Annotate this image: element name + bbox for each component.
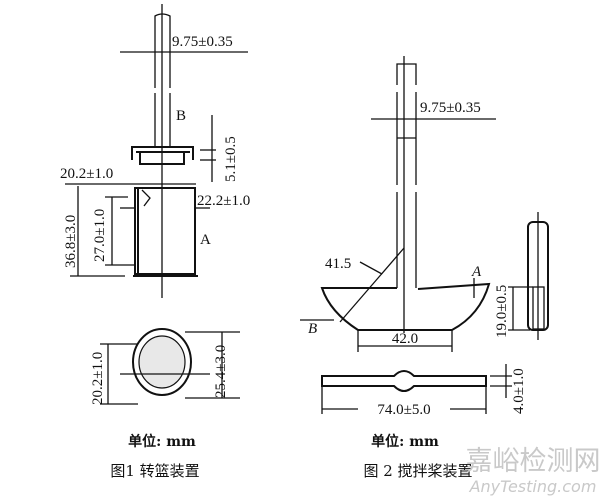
paddle-top-view — [321, 370, 487, 392]
dim-lid-diameter: 20.2±1.0 — [60, 166, 113, 182]
dim-lid-height: 5.1±0.5 — [223, 136, 239, 182]
dim-bottom-outer: 25.4±3.0 — [213, 345, 229, 398]
dim-bottom-inner: 20.2±1.0 — [90, 352, 106, 405]
label-a: A — [200, 232, 211, 248]
paddle-shaft — [396, 63, 417, 288]
watermark-cn: 嘉峪检测网 — [466, 446, 601, 477]
figure-2-caption: 图 2 搅拌桨装置 — [363, 462, 472, 480]
watermark-en: AnyTesting.com — [469, 477, 597, 496]
figure-2-paddle-apparatus: 9.75±0.35 41.5 42.0 A B 19.0±0.5 74.0±5.… — [300, 56, 549, 480]
dim-radius: 41.5 — [325, 256, 351, 272]
paddle-blade — [320, 282, 491, 331]
dim-basket-diameter: 22.2±1.0 — [197, 193, 250, 209]
basket-bottom-outer — [132, 328, 192, 396]
dim-shaft-width: 9.75±0.35 — [172, 34, 233, 50]
detail-b: B — [308, 321, 317, 337]
figure-1-caption: 图1 转篮装置 — [110, 462, 199, 480]
dim-bottom-width: 42.0 — [392, 331, 418, 347]
dim-basket-height: 36.8±3.0 — [63, 215, 79, 268]
detail-a: A — [471, 264, 482, 280]
label-b: B — [176, 108, 186, 124]
dim-blade-thickness: 4.0±1.0 — [511, 368, 527, 414]
basket-bottom-mesh — [138, 335, 186, 389]
figure-1-basket-apparatus: 9.75±0.35 B 5.1±0.5 20.2±1.0 22.2±1.0 A … — [60, 4, 250, 480]
figure-2-unit: 单位: mm — [371, 433, 439, 450]
shaft-upper — [154, 13, 171, 88]
dim-blade-height: 19.0±0.5 — [494, 285, 510, 338]
basket-lid — [131, 146, 194, 165]
shaft-lower — [154, 93, 171, 146]
dim-blade-length: 74.0±5.0 — [377, 402, 430, 418]
dim-mesh-height: 27.0±1.0 — [92, 209, 108, 262]
basket-body — [134, 187, 196, 275]
figure-1-unit: 单位: mm — [128, 433, 196, 450]
dim-shaft-width: 9.75±0.35 — [420, 100, 481, 116]
